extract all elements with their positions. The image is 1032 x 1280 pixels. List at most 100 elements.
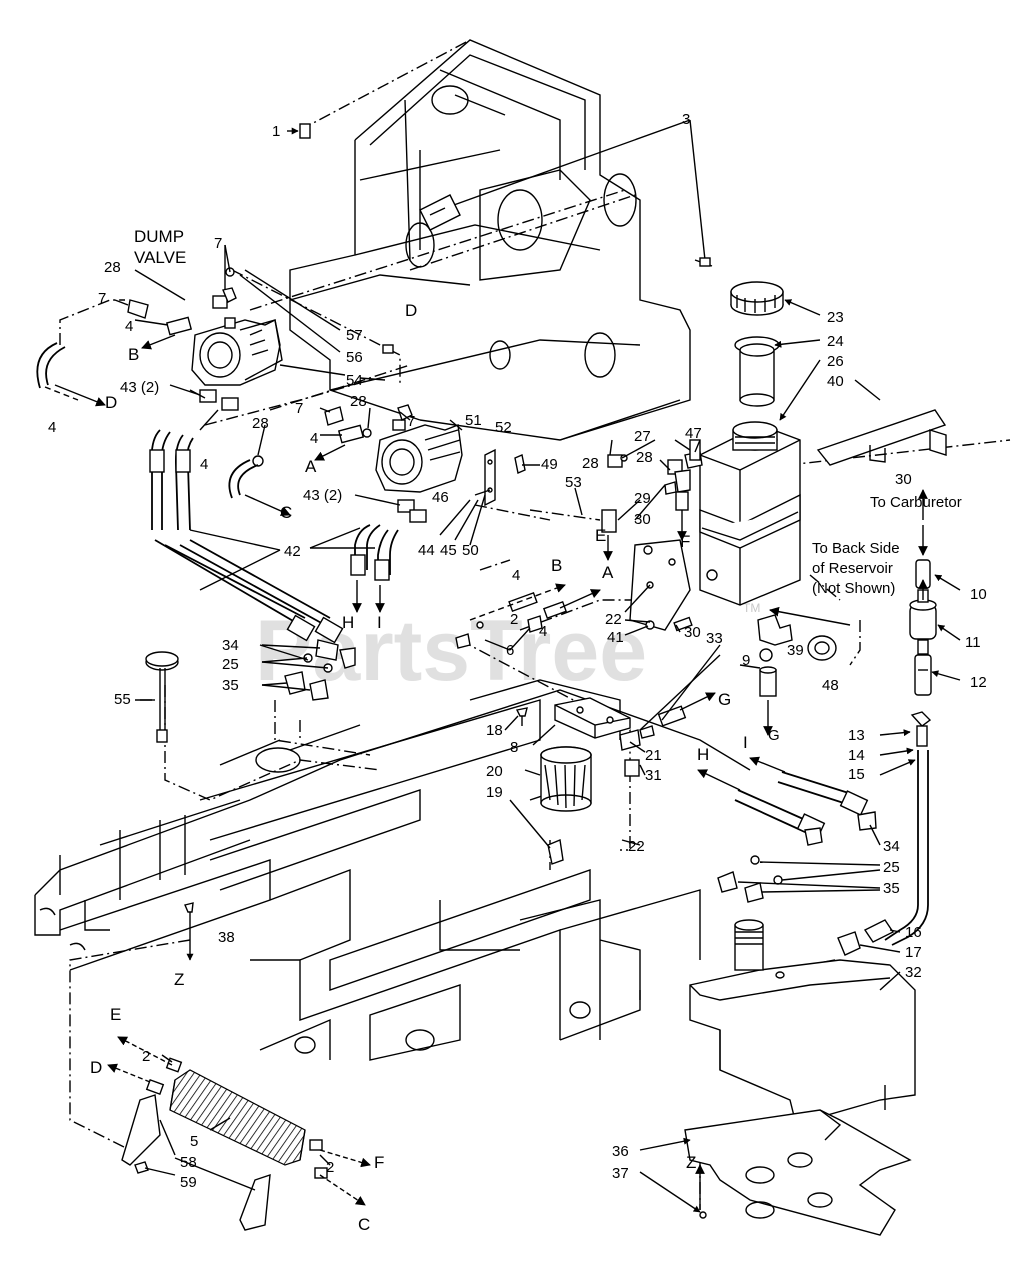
flow-letter-i: I <box>743 733 748 752</box>
label-55: 55 <box>114 691 131 708</box>
flow-letter-z: Z <box>174 970 184 989</box>
watermark-tm: TM <box>743 601 760 615</box>
label-49: 49 <box>541 456 558 473</box>
label-1: 1 <box>272 123 280 140</box>
label-7: 7 <box>214 235 222 252</box>
label-56: 56 <box>346 349 363 366</box>
label-15: 15 <box>848 766 865 783</box>
part-labels: 1 3 7 28 7 4 B D 4 D 43 (2) 57 56 54 7 2… <box>48 111 987 1234</box>
label-42: 42 <box>284 543 301 560</box>
label-39: 39 <box>787 642 804 659</box>
label-43: 43 (2) <box>303 487 342 504</box>
upper-frame <box>289 39 691 441</box>
label-30: 30 <box>895 471 912 488</box>
flow-letter-d: D <box>105 393 117 412</box>
flow-letter-e: E <box>595 526 606 545</box>
label-30: 30 <box>684 624 701 641</box>
fittings-upper <box>127 267 427 523</box>
part-5-oil-cooler <box>121 1057 328 1231</box>
part-1-plug <box>287 123 311 139</box>
label-3: 3 <box>682 111 690 128</box>
label-4: 4 <box>200 456 208 473</box>
label-4: 4 <box>512 567 520 584</box>
label-28: 28 <box>636 449 653 466</box>
label-8: 8 <box>510 739 518 756</box>
part-32-fuel-tank <box>689 919 916 1121</box>
flow-letter-i: I <box>377 613 382 632</box>
part-36-skid-plate <box>684 1109 912 1236</box>
part-20-oil-filter <box>540 697 631 865</box>
label-31: 31 <box>645 767 662 784</box>
back-side-note-line-1: To Back Side <box>812 540 900 557</box>
label-16: 16 <box>905 924 922 941</box>
reservoir-fittings <box>601 439 701 533</box>
fuel-line-parts <box>884 525 937 946</box>
lower-frame <box>34 679 751 1061</box>
label-leaders <box>114 244 961 1213</box>
flow-letter-d: D <box>90 1058 102 1077</box>
flow-letter-d: D <box>405 301 417 320</box>
hydraulic-pump-upper <box>191 287 283 386</box>
label-46: 46 <box>432 489 449 506</box>
label-57: 57 <box>346 327 363 344</box>
hydraulic-pump-lower <box>375 404 463 493</box>
label-44: 44 <box>418 542 435 559</box>
label-33: 33 <box>706 630 723 647</box>
label-28: 28 <box>252 415 269 432</box>
label-29: 29 <box>634 490 651 507</box>
flow-letter-c: C <box>358 1215 370 1234</box>
back-side-note-line-3: (Not Shown) <box>812 580 895 597</box>
label-22: 22 <box>605 611 622 628</box>
label-7: 7 <box>407 413 415 430</box>
parts-21-31 <box>619 705 687 777</box>
label-25: 25 <box>222 656 239 673</box>
label-5: 5 <box>190 1133 198 1150</box>
part-41-bracket <box>629 539 693 632</box>
part-55-dipstick <box>140 651 179 743</box>
label-28: 28 <box>582 455 599 472</box>
label-54: 54 <box>346 372 363 389</box>
flow-letter-e: E <box>110 1005 121 1024</box>
label-35: 35 <box>222 677 239 694</box>
label-37: 37 <box>612 1165 629 1182</box>
label-11: 11 <box>965 634 981 651</box>
part-24-strainer <box>734 336 780 407</box>
label-4: 4 <box>310 430 318 447</box>
label-25: 25 <box>883 859 900 876</box>
label-4: 4 <box>539 623 547 640</box>
label-2: 2 <box>142 1048 150 1065</box>
label-24: 24 <box>827 333 844 350</box>
flow-letter-z: Z <box>686 1153 696 1172</box>
label-13: 13 <box>848 727 865 744</box>
label-45: 45 <box>440 542 457 559</box>
to-carburetor-note: To Carburetor <box>870 494 962 511</box>
hoses-42 <box>149 429 399 644</box>
label-52: 52 <box>495 419 512 436</box>
part-26-reservoir <box>684 421 801 606</box>
label-6: 6 <box>506 642 514 659</box>
label-7: 7 <box>295 400 303 417</box>
flow-letter-a: A <box>602 563 614 582</box>
flow-letter-h: H <box>697 745 709 764</box>
flow-letter-f: F <box>680 532 690 551</box>
label-30: 30 <box>634 511 651 528</box>
flow-letter-g-small: G <box>768 727 780 744</box>
label-9: 9 <box>742 652 750 669</box>
screws-18-38 <box>184 707 528 961</box>
label-2: 2 <box>326 1159 334 1176</box>
flow-letter-h: H <box>342 613 354 632</box>
flow-letter-a: A <box>305 457 317 476</box>
label-4: 4 <box>125 318 133 335</box>
label-43: 43 (2) <box>120 379 159 396</box>
flow-arrows <box>54 334 928 1210</box>
label-58: 58 <box>180 1154 197 1171</box>
dump-valve-line-2: VALVE <box>134 248 186 267</box>
label-10: 10 <box>970 586 987 603</box>
callout-text: DUMP VALVE To Carburetor To Back Side of… <box>134 227 962 597</box>
label-32: 32 <box>905 964 922 981</box>
label-35: 35 <box>883 880 900 897</box>
part-23-cap <box>730 281 784 316</box>
label-14: 14 <box>848 747 865 764</box>
label-12: 12 <box>970 674 987 691</box>
